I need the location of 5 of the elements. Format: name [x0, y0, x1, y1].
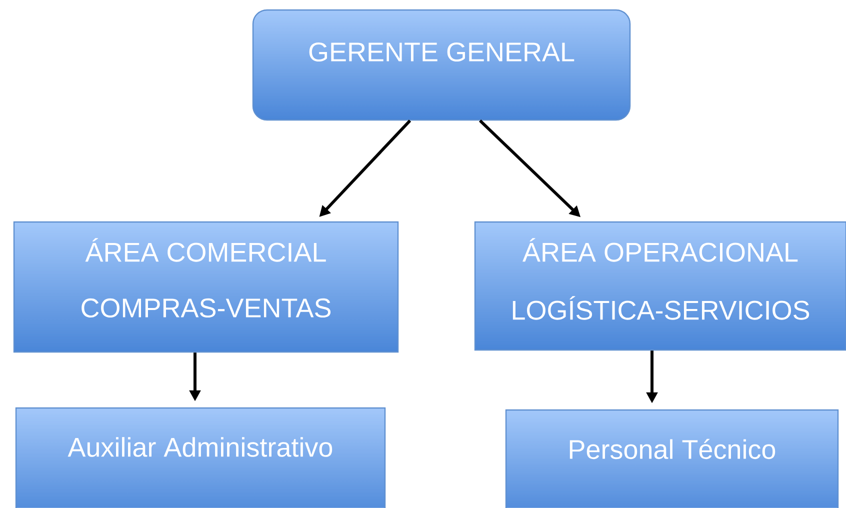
org-box: Personal Técnico — [505, 409, 839, 508]
org-box: Auxiliar Administrativo — [15, 407, 386, 508]
org-box: ÁREA OPERACIONAL LOGÍSTICA-SERVICIOS — [474, 221, 846, 351]
org-box: ÁREA COMERCIAL COMPRAS-VENTAS — [13, 221, 399, 353]
org-box: GERENTE GENERAL — [252, 9, 631, 121]
